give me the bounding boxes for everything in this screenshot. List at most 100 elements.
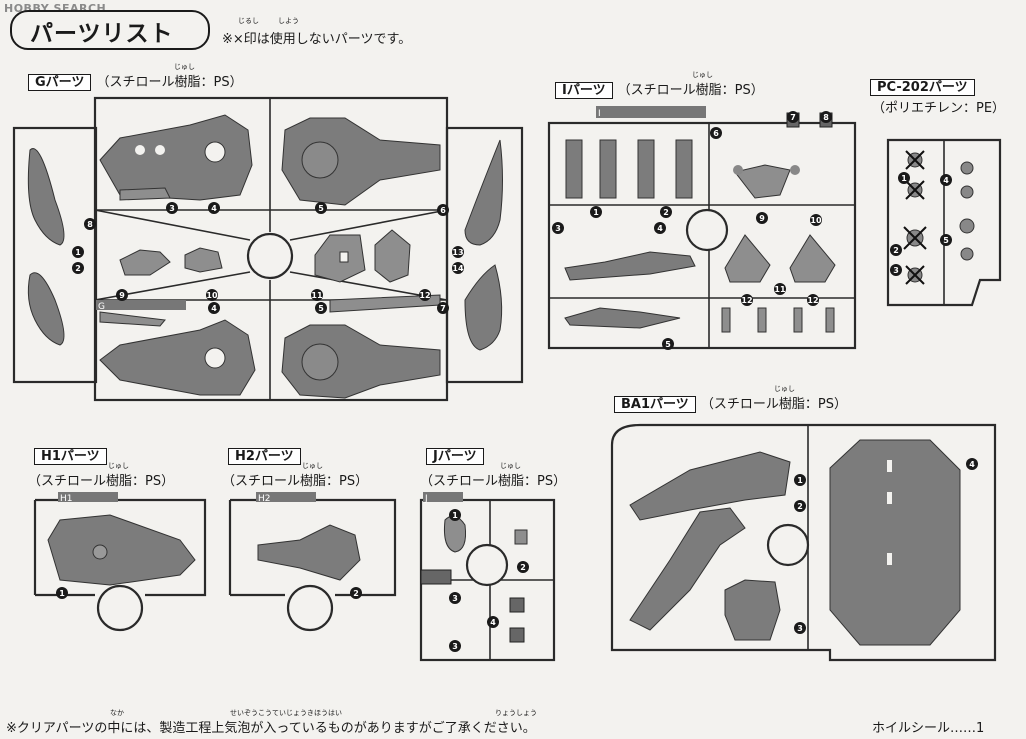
badge-ba1-1: 1 xyxy=(794,474,806,486)
svg-text:1: 1 xyxy=(797,476,803,485)
svg-text:8: 8 xyxy=(87,220,93,229)
unused-parts-note: ※×印は使用しないパーツです。 xyxy=(222,32,412,47)
runner-j-diagram: J xyxy=(419,492,556,662)
badge-i-2: 2 xyxy=(660,206,672,218)
runner-i-diagram: I xyxy=(547,106,857,350)
section-h2-header: H2パーツ xyxy=(228,445,301,465)
badge-ba1-2: 2 xyxy=(794,500,806,512)
badge-pc-3: 3 xyxy=(890,264,902,276)
badge-j-1: 1 xyxy=(449,509,461,521)
svg-text:7: 7 xyxy=(790,113,796,122)
svg-text:2: 2 xyxy=(893,246,899,255)
section-h1-ruby: じゅし xyxy=(108,462,129,470)
svg-text:3: 3 xyxy=(797,624,803,633)
svg-text:5: 5 xyxy=(665,340,671,349)
badge-g-7: 7 xyxy=(437,302,449,314)
section-h1-material: （スチロール樹脂：PS） xyxy=(28,474,175,489)
clear-parts-note: ※クリアパーツの中には、製造工程上気泡が入っているものがありますがご了承ください… xyxy=(6,721,536,736)
badge-h1-1: 1 xyxy=(56,587,68,599)
section-pc202-label: PC-202パーツ xyxy=(870,79,975,96)
number-badges: 1 2 3 4 4 5 5 6 7 8 9 10 11 12 13 14 1 2… xyxy=(56,111,978,652)
section-j-ruby: じゅし xyxy=(500,462,521,470)
badge-i-12b: 12 xyxy=(807,294,819,306)
badge-g-6: 6 xyxy=(437,204,449,216)
badge-j-2: 2 xyxy=(517,561,529,573)
section-j-material: （スチロール樹脂：PS） xyxy=(420,474,567,489)
svg-text:12: 12 xyxy=(807,296,818,305)
svg-text:1: 1 xyxy=(75,248,81,257)
badge-ba1-3: 3 xyxy=(794,622,806,634)
svg-text:2: 2 xyxy=(797,502,803,511)
svg-text:7: 7 xyxy=(440,304,446,313)
badge-g-4b: 4 xyxy=(208,302,220,314)
runner-pc202-diagram xyxy=(886,138,1002,307)
svg-text:6: 6 xyxy=(713,129,719,138)
section-h2-ruby: じゅし xyxy=(302,462,323,470)
svg-text:9: 9 xyxy=(759,214,765,223)
section-ba1-material: （スチロール樹脂：PS） xyxy=(700,397,847,412)
svg-text:4: 4 xyxy=(943,176,949,185)
badge-j-3a: 3 xyxy=(449,592,461,604)
svg-text:10: 10 xyxy=(206,291,218,300)
badge-i-4: 4 xyxy=(654,222,666,234)
section-g-material: （スチロール樹脂：PS） xyxy=(96,75,243,90)
svg-text:3: 3 xyxy=(452,594,458,603)
section-ba1-ruby: じゅし xyxy=(774,385,795,393)
badge-i-1: 1 xyxy=(590,206,602,218)
badge-i-6: 6 xyxy=(710,127,722,139)
svg-text:6: 6 xyxy=(440,206,446,215)
svg-text:3: 3 xyxy=(555,224,561,233)
badge-i-10: 10 xyxy=(810,214,822,226)
badge-g-2: 2 xyxy=(72,262,84,274)
section-h1-header: H1パーツ xyxy=(34,445,107,465)
section-i-material: （スチロール樹脂：PS） xyxy=(617,83,764,98)
badge-pc-4: 4 xyxy=(940,174,952,186)
section-h2-material: （スチロール樹脂：PS） xyxy=(222,474,369,489)
section-g-header: Gパーツ （スチロール樹脂：PS） xyxy=(28,71,243,91)
badge-i-8: 8 xyxy=(820,111,832,123)
badge-g-11: 11 xyxy=(311,289,323,301)
svg-text:14: 14 xyxy=(452,264,464,273)
svg-text:10: 10 xyxy=(810,216,822,225)
section-i-ruby: じゅし xyxy=(692,71,713,79)
svg-text:2: 2 xyxy=(353,589,359,598)
runner-j-tag: J xyxy=(424,494,428,504)
wheel-seal-count: ホイルシール……1 xyxy=(872,721,985,736)
svg-text:8: 8 xyxy=(823,113,829,122)
badge-pc-1: 1 xyxy=(898,172,910,184)
svg-text:2: 2 xyxy=(75,264,81,273)
runner-i-tag: I xyxy=(598,109,601,119)
badge-i-11: 11 xyxy=(774,283,786,295)
svg-text:11: 11 xyxy=(774,285,786,294)
badge-ba1-4: 4 xyxy=(966,458,978,470)
badge-g-9: 9 xyxy=(116,289,128,301)
svg-text:2: 2 xyxy=(520,563,526,572)
svg-text:9: 9 xyxy=(119,291,125,300)
badge-g-10: 10 xyxy=(206,289,218,301)
svg-text:4: 4 xyxy=(490,618,496,627)
svg-text:5: 5 xyxy=(318,304,324,313)
runner-g-tag: G xyxy=(98,302,105,312)
section-i-header: Iパーツ （スチロール樹脂：PS） xyxy=(555,79,764,99)
badge-i-5: 5 xyxy=(662,338,674,350)
svg-text:12: 12 xyxy=(741,296,752,305)
badge-g-5b: 5 xyxy=(315,302,327,314)
note-ruby-2: しよう xyxy=(278,17,299,25)
badge-g-8: 8 xyxy=(84,218,96,230)
svg-text:13: 13 xyxy=(452,248,463,257)
svg-text:1: 1 xyxy=(593,208,599,217)
footer-ruby-1: なか xyxy=(110,709,124,717)
section-ba1-label: BA1パーツ xyxy=(614,396,696,413)
badge-i-3: 3 xyxy=(552,222,564,234)
svg-text:3: 3 xyxy=(452,642,458,651)
footer-ruby-4: りょうしょう xyxy=(495,709,537,717)
section-g-ruby: じゅし xyxy=(174,63,195,71)
badge-i-9: 9 xyxy=(756,212,768,224)
badge-i-12a: 12 xyxy=(741,294,753,306)
section-j-header: Jパーツ xyxy=(426,445,484,465)
svg-text:4: 4 xyxy=(211,204,217,213)
section-pc202-material: （ポリエチレン：PE） xyxy=(872,101,1006,116)
badge-g-13: 13 xyxy=(452,246,464,258)
svg-text:3: 3 xyxy=(893,266,899,275)
runner-ba1-diagram xyxy=(610,423,997,662)
